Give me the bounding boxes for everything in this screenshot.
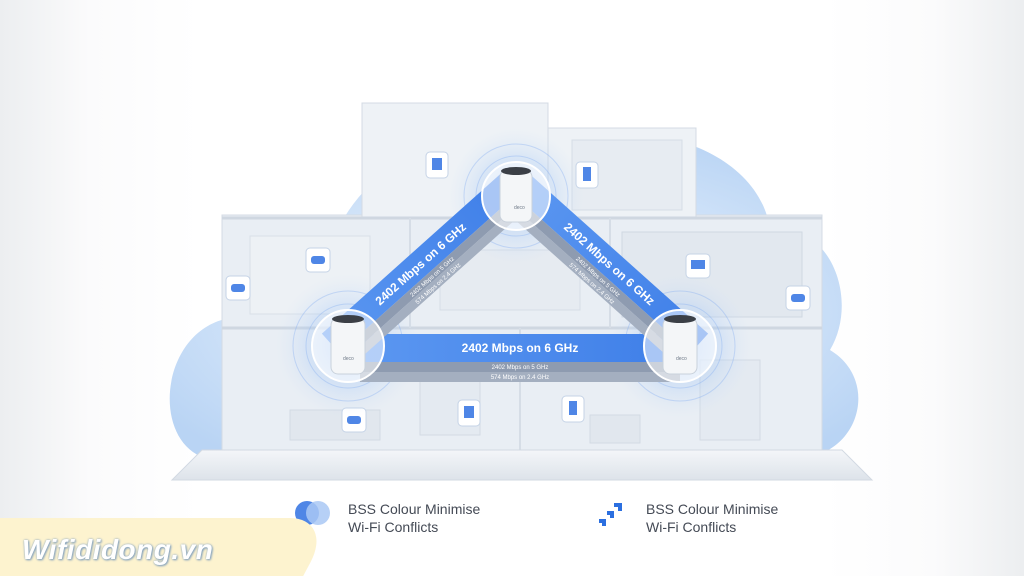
cloud-storage-icon xyxy=(225,275,251,301)
legend-2-text: BSS Colour Minimise Wi-Fi Conflicts xyxy=(646,501,779,535)
phone-icon-2 xyxy=(561,395,585,423)
gamepad-icon xyxy=(305,247,331,273)
tv-icon xyxy=(685,253,711,279)
link-right: 2402 Mbps on 6 GHz 2402 Mbps on 5 GHz 57… xyxy=(499,173,709,367)
link-left-6ghz-band xyxy=(321,173,519,353)
router-left: deco xyxy=(311,309,385,383)
link-right-24ghz-band xyxy=(499,199,685,367)
tablet-icon xyxy=(425,151,449,179)
link-left: 2402 Mbps on 6 GHz 2402 Mbps on 5 GHz 57… xyxy=(321,173,531,367)
router-top: deco xyxy=(481,161,551,231)
link-bottom-6ghz-band xyxy=(360,334,680,362)
link-bottom-main-label: 2402 Mbps on 6 GHz xyxy=(462,341,579,355)
link-bottom-sub2-label: 574 Mbps on 2.4 GHz xyxy=(491,375,549,381)
watermark-text: Wifididong.vn xyxy=(22,534,214,565)
legend-item-2: BSS Colour Minimise Wi-Fi Conflicts xyxy=(646,500,778,536)
legend-item-1: BSS Colour Minimise Wi-Fi Conflicts xyxy=(348,500,480,536)
link-right-5ghz-band xyxy=(505,192,691,360)
router-right-label: deco xyxy=(676,356,687,362)
link-bottom-5ghz-band xyxy=(360,362,680,372)
tablet-icon-2 xyxy=(457,399,481,427)
link-bottom: 2402 Mbps on 6 GHz 2402 Mbps on 5 GHz 57… xyxy=(360,334,680,382)
link-bottom-sub1-label: 2402 Mbps on 5 GHz xyxy=(492,365,549,371)
gamepad-icon-2 xyxy=(785,285,811,311)
link-right-6ghz-band xyxy=(511,173,709,353)
link-bottom-24ghz-band xyxy=(360,372,680,382)
signal-arrows-icon xyxy=(599,503,622,526)
router-top-label: deco xyxy=(514,205,525,211)
legend-1-text: BSS Colour Minimise Wi-Fi Conflicts xyxy=(348,501,481,535)
router-left-label: deco xyxy=(343,356,354,362)
router-right: deco xyxy=(643,309,717,383)
link-left-24ghz-band xyxy=(345,199,531,367)
link-left-5ghz-band xyxy=(339,192,525,360)
